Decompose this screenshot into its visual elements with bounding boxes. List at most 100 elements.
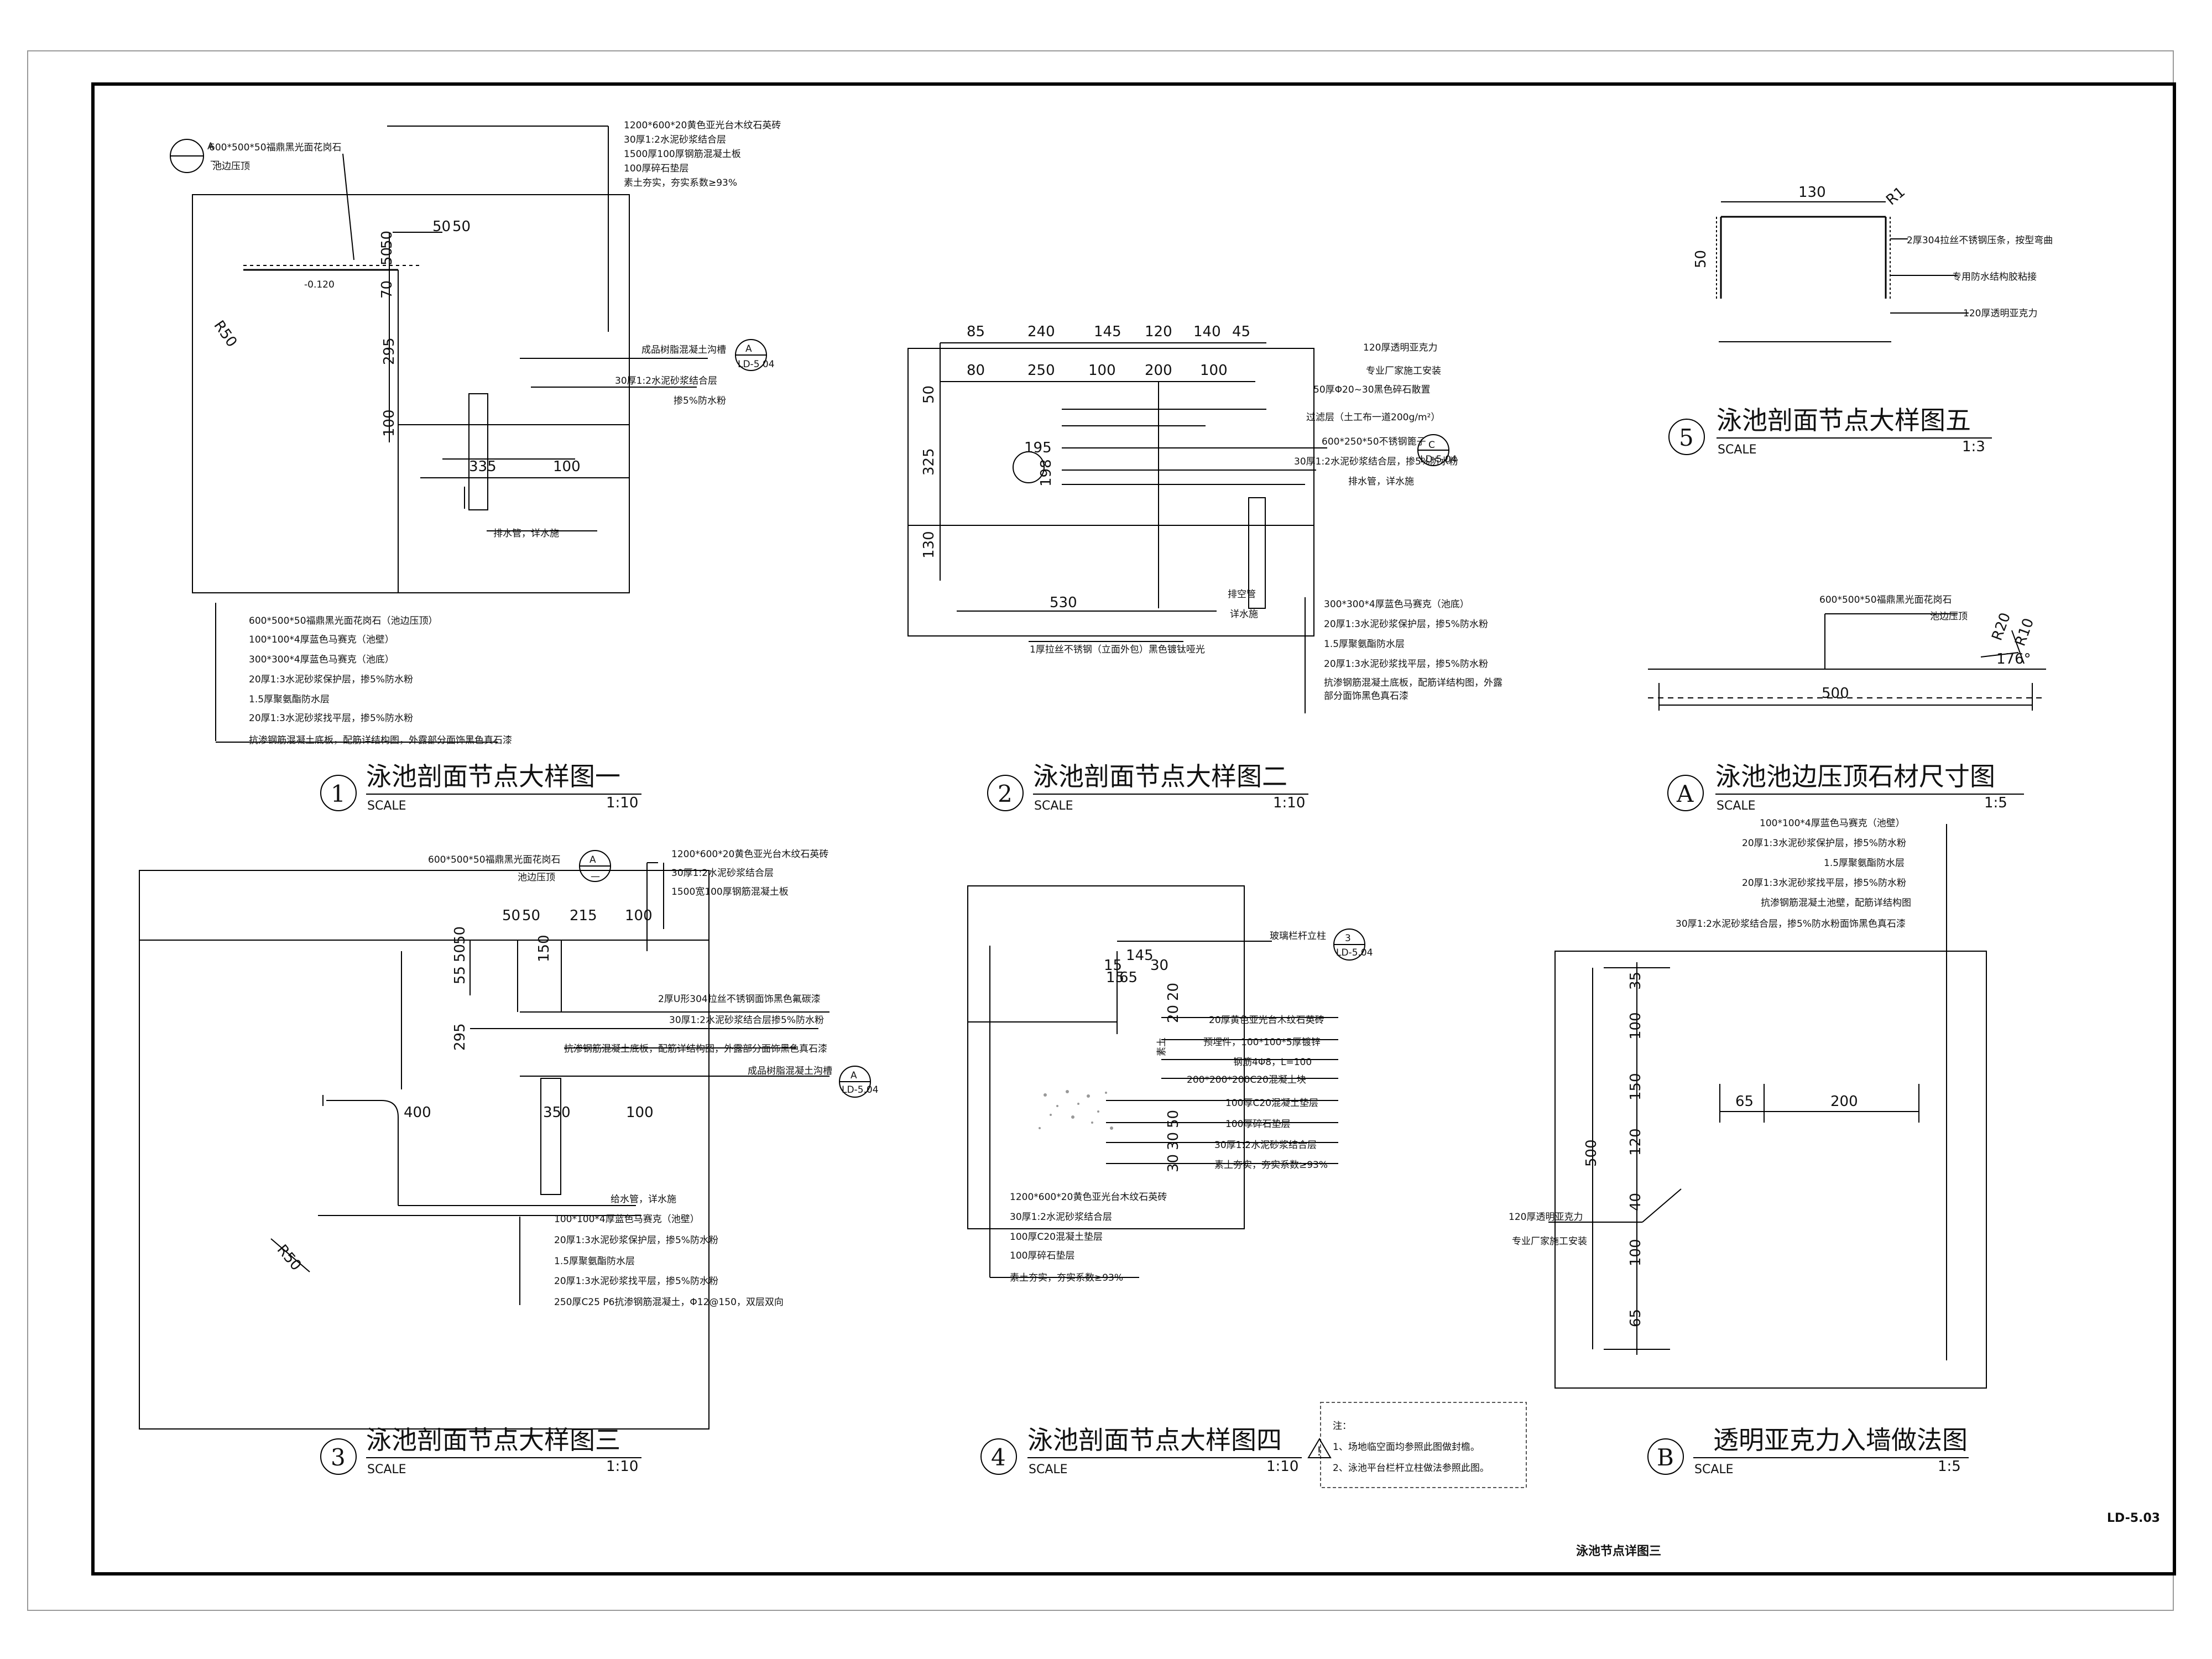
d5-note: 2厚304拉丝不锈钢压条，按型弯曲 bbox=[1907, 235, 2053, 246]
d3-tag-sheet: LD-5.04 bbox=[842, 1084, 879, 1095]
d1-channel-tag-sheet: LD-5.04 bbox=[738, 359, 775, 370]
d4-dim: 30 bbox=[1165, 1132, 1182, 1150]
d3-mid-note: 抗渗钢筋混凝土底板，配筋详结构图，外露部分面饰黑色真石漆 bbox=[564, 1044, 827, 1055]
d3-mid-note: 2厚U形304拉丝不锈钢面饰黑色氟碳漆 bbox=[658, 994, 821, 1005]
title-block-B: B 透明亚克力入墙做法图 SCALE 1:5 bbox=[1647, 1425, 1969, 1477]
d1-channel-tag-letter: A bbox=[745, 343, 752, 354]
d2-dim: 85 bbox=[967, 324, 985, 340]
detail-number: 4 bbox=[991, 1444, 1006, 1471]
d4-dim: 50 bbox=[1165, 1110, 1182, 1128]
d2-dim: 50 bbox=[921, 385, 937, 404]
d2-right-note: 30厚1:2水泥砂浆结合层，掺5%防水粉 bbox=[1294, 456, 1458, 467]
d3-mid-note: 成品树脂混凝土沟槽 bbox=[748, 1066, 832, 1077]
sheet-title: 泳池节点详图三 bbox=[1576, 1544, 1661, 1558]
d2-right-notes: 120厚透明亚克力 专业厂家施工安装 50厚Φ20~30黑色碎石散置 过滤层（土… bbox=[1294, 342, 1458, 487]
dB-vdim: 120 bbox=[1627, 1128, 1644, 1156]
d4-dim: 15 bbox=[1106, 969, 1124, 986]
scale-ratio: 1:3 bbox=[1962, 439, 1985, 455]
d1-dim: 50 bbox=[432, 218, 451, 235]
dA-width: 500 bbox=[1822, 685, 1849, 702]
d2-dim: 45 bbox=[1232, 324, 1250, 340]
title-block-2: 2 泳池剖面节点大样图二 SCALE 1:10 bbox=[987, 761, 1308, 813]
d1-top-note: 1200*600*20黄色亚光台木纹石英砖 bbox=[624, 120, 781, 131]
d4-dim: 145 bbox=[1126, 947, 1154, 964]
d5-radius: R1 bbox=[1883, 184, 1908, 208]
d3-coping-sub: 池边压顶 bbox=[518, 872, 555, 883]
paper-border bbox=[27, 50, 2174, 1611]
scale-label: SCALE bbox=[1034, 799, 1073, 813]
dB-total: 500 bbox=[1583, 1139, 1600, 1167]
dA-r1: R20 bbox=[1989, 611, 2014, 643]
d1-tag-letter: A bbox=[207, 141, 214, 152]
dB-note: 20厚1:3水泥砂浆找平层，掺5%防水粉 bbox=[1742, 878, 1906, 889]
d2-lower-notes: 300*300*4厚蓝色马赛克（池底） 20厚1:3水泥砂浆保护层，掺5%防水粉… bbox=[1324, 598, 1503, 702]
d3-mid-notes: 2厚U形304拉丝不锈钢面饰黑色氟碳漆 30厚1:2水泥砂浆结合层掺5%防水粉 … bbox=[564, 994, 832, 1077]
d4-left-notes: 1200*600*20黄色亚光台木纹石英砖 30厚1:2水泥砂浆结合层 100厚… bbox=[1010, 1192, 1167, 1284]
d4-note: 100厚C20混凝土垫层 bbox=[1225, 1098, 1318, 1109]
d2-right-note: 专业厂家施工安装 bbox=[1366, 366, 1441, 377]
detail-number: 5 bbox=[1679, 424, 1694, 451]
d3-dim: 100 bbox=[625, 907, 653, 924]
d1-bottom-note: 抗渗钢筋混凝土底板，配筋详结构图，外露部分面饰黑色真石漆 bbox=[249, 735, 512, 746]
d2-tag-letter: C bbox=[1428, 440, 1435, 451]
d2-lower-note: 300*300*4厚蓝色马赛克（池底） bbox=[1324, 598, 1469, 610]
d3-dim: 50 bbox=[502, 907, 520, 924]
dB-acrylic: 120厚透明亚克力 bbox=[1509, 1212, 1583, 1223]
detail-2 bbox=[907, 342, 1449, 713]
d4-note: 100厚碎石垫层 bbox=[1225, 1119, 1290, 1130]
d3-mid-note: 30厚1:2水泥砂浆结合层掺5%防水粉 bbox=[669, 1015, 824, 1026]
detail-number: 3 bbox=[331, 1444, 346, 1471]
d1-dim: 50 bbox=[452, 218, 471, 235]
d3-dim: 50 bbox=[452, 944, 468, 962]
dB-note: 30厚1:2水泥砂浆结合层，掺5%防水粉面饰黑色真石漆 bbox=[1676, 919, 1906, 930]
d3-top-note: 30厚1:2水泥砂浆结合层 bbox=[671, 868, 774, 879]
title-block-4: 4 泳池剖面节点大样图四 SCALE 1:10 bbox=[980, 1425, 1302, 1477]
detail-title: 泳池剖面节点大样图一 bbox=[366, 761, 620, 791]
sheet-number: LD-5.03 bbox=[2107, 1511, 2160, 1525]
d2-dim: 130 bbox=[921, 531, 937, 559]
d3-top-note: 1200*600*20黄色亚光台木纹石英砖 bbox=[671, 849, 828, 860]
notes-heading: 注： bbox=[1333, 1421, 1352, 1432]
d3-dim: 50 bbox=[452, 926, 468, 945]
notes-line: 1、场地临空面均参照此图做封檐。 bbox=[1333, 1442, 1480, 1453]
detail-title: 泳池剖面节点大样图二 bbox=[1033, 761, 1287, 791]
d2-dim: 120 bbox=[1145, 324, 1172, 340]
detail-title: 泳池剖面节点大样图五 bbox=[1717, 405, 1971, 435]
d2-dim: 80 bbox=[967, 362, 985, 379]
d4-dim: 20 bbox=[1165, 983, 1182, 1001]
d3-dim: 295 bbox=[452, 1023, 468, 1051]
dB-note: 100*100*4厚蓝色马赛克（池壁） bbox=[1760, 817, 1905, 829]
scale-ratio: 1:10 bbox=[606, 795, 638, 811]
scale-label: SCALE bbox=[1718, 443, 1757, 457]
dB-note: 1.5厚聚氨酯防水层 bbox=[1824, 858, 1905, 869]
d3-bottom-note: 1.5厚聚氨酯防水层 bbox=[554, 1256, 635, 1267]
dB-vdim: 65 bbox=[1627, 1309, 1644, 1327]
d2-small-dim: 198 bbox=[1038, 459, 1055, 487]
scale-ratio: 1:5 bbox=[1984, 795, 2007, 811]
warning-icon: ! bbox=[1317, 1445, 1322, 1459]
d1-bottom-note: 20厚1:3水泥砂浆保护层，掺5%防水粉 bbox=[249, 674, 413, 685]
d5-width: 130 bbox=[1798, 184, 1826, 201]
detail-number: A bbox=[1676, 780, 1694, 807]
d4-left-note: 100厚C20混凝土垫层 bbox=[1010, 1232, 1103, 1243]
d2-small-dim: 195 bbox=[1024, 440, 1052, 456]
dB-note: 抗渗钢筋混凝土池壁，配筋详结构图 bbox=[1761, 898, 1911, 909]
d3-dim: 150 bbox=[536, 935, 552, 962]
d4-note: 20厚黄色亚光台木纹石英砖 bbox=[1209, 1015, 1324, 1026]
d1-top-note: 30厚1:2水泥砂浆结合层 bbox=[624, 134, 726, 145]
d2-second-dims: 80 250 100 200 100 bbox=[967, 362, 1228, 379]
d3-radius: R50 bbox=[274, 1241, 305, 1274]
d2-right-note: 120厚透明亚克力 bbox=[1363, 342, 1437, 353]
d3-bottom-note: 250厚C25 P6抗渗钢筋混凝土，Φ12@150，双层双向 bbox=[554, 1297, 784, 1308]
d5-height: 50 bbox=[1693, 250, 1709, 268]
d5-note: 120厚透明亚克力 bbox=[1963, 308, 2037, 319]
d1-top-note: 100厚碎石垫层 bbox=[624, 163, 688, 174]
d1-top-notes: 1200*600*20黄色亚光台木纹石英砖 30厚1:2水泥砂浆结合层 1500… bbox=[624, 120, 781, 189]
d1-coping: 600*500*50福鼎黑光面花岗石 bbox=[209, 142, 342, 153]
d4-left-note: 100厚碎石垫层 bbox=[1010, 1250, 1074, 1261]
scale-ratio: 1:10 bbox=[1266, 1458, 1298, 1475]
dA-coping-sub: 池边压顶 bbox=[1930, 611, 1968, 622]
notes-box: ! 注： 1、场地临空面均参照此图做封檐。 2、泳池平台栏杆立柱做法参照此图。 bbox=[1307, 1402, 1527, 1488]
dB-vdim: 100 bbox=[1627, 1239, 1644, 1266]
